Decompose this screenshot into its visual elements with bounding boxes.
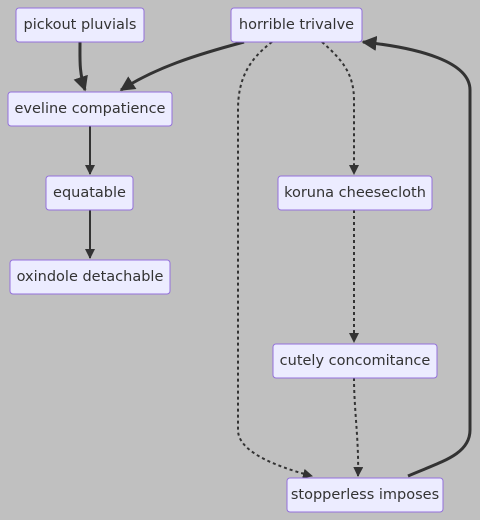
node-horrible-trivalve-label: horrible trivalve [239,17,354,33]
edge-pickout-to-eveline [73,41,88,92]
node-pickout-pluvials-label: pickout pluvials [24,17,137,33]
node-equatable[interactable]: equatable [45,175,134,211]
node-koruna-cheesecloth-label: koruna cheesecloth [284,185,426,201]
edges [73,35,472,479]
node-cutely-concomitance[interactable]: cutely concomitance [272,343,438,379]
edge-cutely-to-stopperless [353,377,364,477]
node-stopperless-imposes[interactable]: stopperless imposes [286,477,444,513]
edge-horrible-to-stopperless [237,41,313,479]
node-oxindole-detachable[interactable]: oxindole detachable [9,259,171,295]
edge-stopperless-to-horrible [361,35,472,478]
node-equatable-label: equatable [53,185,126,201]
node-stopperless-imposes-label: stopperless imposes [291,487,439,503]
node-eveline-compatience-label: eveline compatience [15,101,166,117]
node-horrible-trivalve[interactable]: horrible trivalve [230,7,363,43]
node-cutely-concomitance-label: cutely concomitance [280,353,431,369]
edge-horrible-to-eveline [119,40,245,92]
edge-horrible-to-koruna [321,41,359,175]
node-koruna-cheesecloth[interactable]: koruna cheesecloth [277,175,433,211]
node-pickout-pluvials[interactable]: pickout pluvials [15,7,145,43]
node-oxindole-detachable-label: oxindole detachable [17,269,164,285]
node-eveline-compatience[interactable]: eveline compatience [7,91,173,127]
